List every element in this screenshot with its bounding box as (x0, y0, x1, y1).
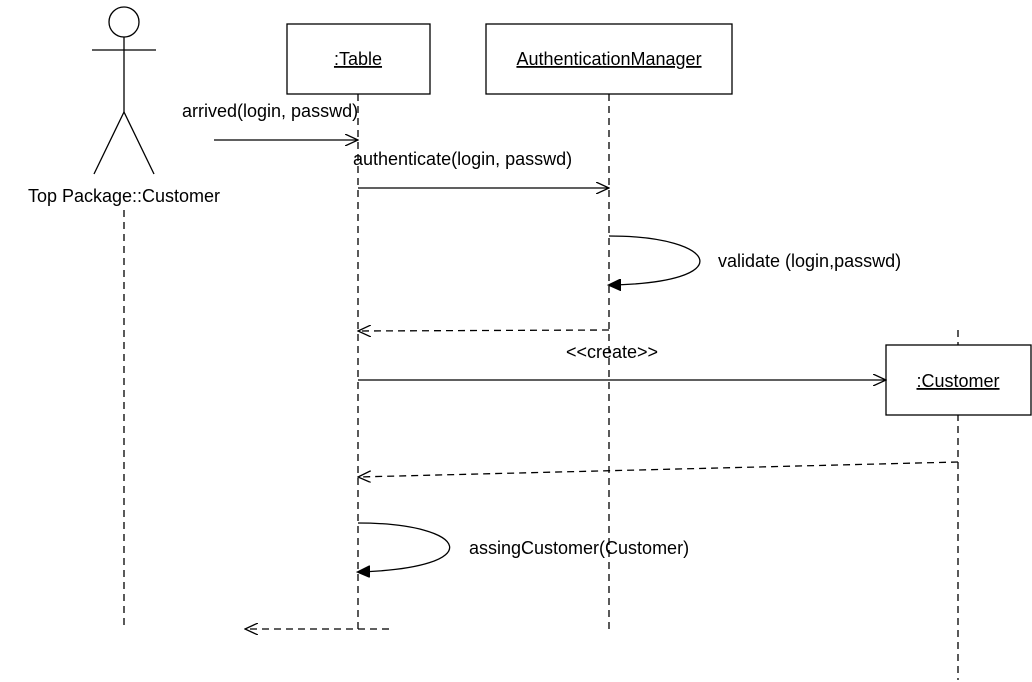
participant-auth-box (485, 23, 733, 95)
message-arrived: arrived(login, passwd) (182, 101, 358, 140)
message-assing-customer-arrow (358, 522, 451, 572)
message-return-customer (358, 461, 959, 477)
message-arrived-label: arrived(login, passwd) (182, 101, 358, 121)
message-return-auth-arrow (358, 330, 610, 331)
message-return-customer-arrow (358, 461, 959, 477)
participant-customer: :Customer (885, 344, 1032, 416)
message-authenticate-label: authenticate(login, passwd) (353, 149, 572, 169)
actor-head (108, 6, 140, 38)
participant-table: :Table (286, 23, 431, 95)
participant-authentication-manager: AuthenticationManager (485, 23, 733, 95)
message-create-label: <<create>> (566, 342, 658, 362)
actor-right-leg (123, 111, 155, 175)
message-create: <<create>> (358, 342, 886, 380)
message-assing-customer: assingCustomer(Customer) (358, 522, 689, 572)
message-validate-label: validate (login,passwd) (718, 251, 901, 271)
message-validate: validate (login,passwd) (609, 235, 901, 285)
participant-customer-label: :Customer (916, 371, 999, 391)
participant-table-label: :Table (334, 49, 382, 69)
participant-auth-label: AuthenticationManager (516, 49, 701, 69)
message-authenticate: authenticate(login, passwd) (353, 149, 609, 188)
participant-customer-box (885, 344, 1032, 416)
message-validate-arrow (609, 235, 701, 285)
message-return-auth (358, 330, 610, 331)
participant-table-box (286, 23, 431, 95)
message-assing-customer-label: assingCustomer(Customer) (469, 538, 689, 558)
actor-left-leg (93, 111, 125, 175)
actor-customer: Top Package::Customer (28, 6, 220, 206)
actor-label: Top Package::Customer (28, 186, 220, 206)
